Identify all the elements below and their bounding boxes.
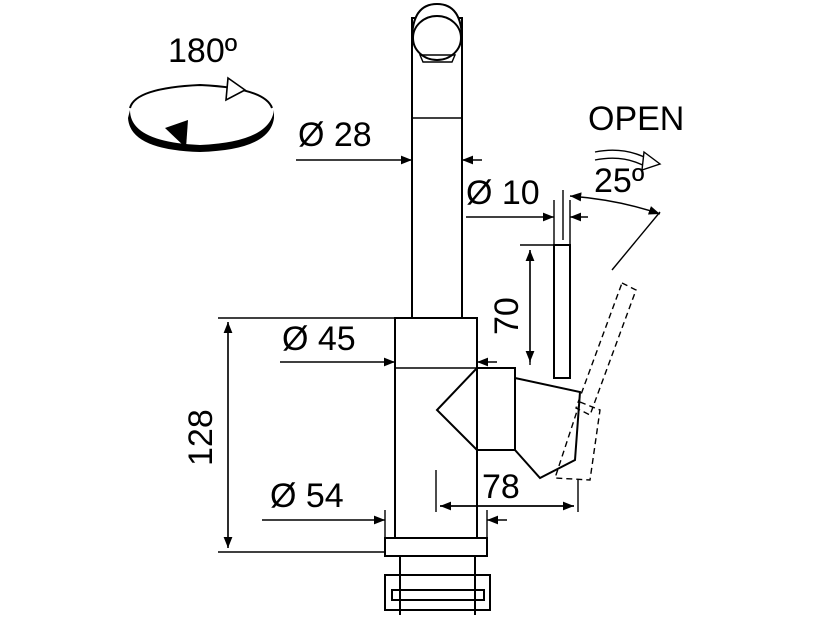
dim-base-diameter [262,510,507,538]
dim-reach [435,470,579,512]
body-height-label: 128 [182,409,220,466]
rotation-icon [128,76,274,152]
dim-lever-height [520,244,554,365]
rotation-label: 180º [168,32,237,70]
faucet-outline [384,2,582,615]
open-lever-outline [554,211,661,481]
lever-diameter-label: Ø 10 [466,174,540,212]
spout-diameter-label: Ø 28 [298,116,372,154]
open-angle-label: 25º [594,162,644,200]
lever-height-label: 70 [488,297,526,335]
body-diameter-label: Ø 45 [282,320,356,358]
dim-body-height [218,317,395,553]
open-label: OPEN [588,100,684,138]
open-angle-arc [569,192,661,215]
dim-spout-diameter [296,150,482,170]
open-arrow-icon [594,149,662,172]
reach-label: 78 [482,468,520,506]
base-diameter-label: Ø 54 [270,477,344,515]
